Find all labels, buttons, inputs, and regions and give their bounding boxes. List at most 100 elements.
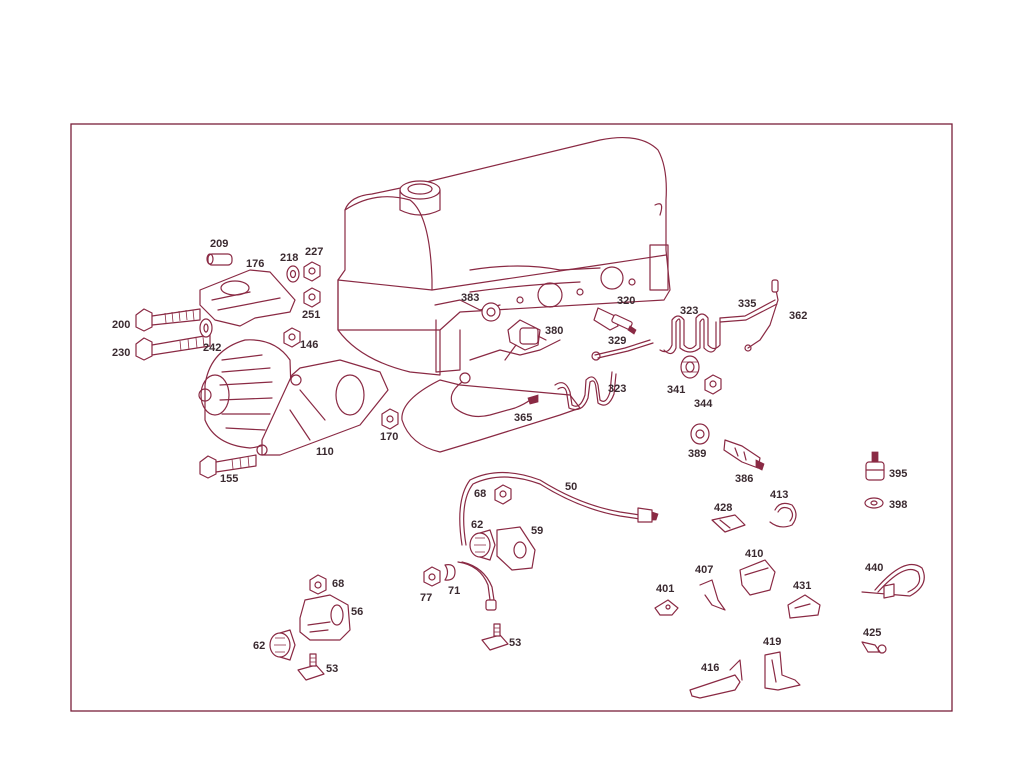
label-242: 242 xyxy=(203,342,221,354)
label-401: 401 xyxy=(656,583,674,595)
part-362-lead xyxy=(744,279,779,352)
label-155: 155 xyxy=(220,473,238,485)
label-62-upper: 62 xyxy=(471,519,483,531)
part-389-grommet xyxy=(690,423,710,445)
part-50-cable xyxy=(459,471,659,546)
part-386-sensor xyxy=(723,439,765,471)
label-335: 335 xyxy=(738,298,756,310)
part-170-nut xyxy=(381,408,399,430)
part-218-washer xyxy=(286,265,300,283)
part-242-washer xyxy=(199,318,213,338)
label-425: 425 xyxy=(863,627,881,639)
part-431-clip xyxy=(787,594,821,619)
label-407: 407 xyxy=(695,564,713,576)
part-344-nut xyxy=(704,374,722,395)
label-386: 386 xyxy=(735,473,753,485)
label-170: 170 xyxy=(380,431,398,443)
part-155-bolt xyxy=(199,454,257,479)
part-62-plug-upper xyxy=(469,529,496,561)
label-413: 413 xyxy=(770,489,788,501)
part-53-grommet-lower xyxy=(297,653,325,681)
part-71-clip xyxy=(444,564,456,581)
label-230: 230 xyxy=(112,347,130,359)
part-329-lead xyxy=(591,339,654,361)
engine-block xyxy=(337,137,671,453)
part-209-sleeve xyxy=(206,253,233,266)
part-68-nut-upper xyxy=(494,484,512,505)
part-176-bracket xyxy=(199,269,296,327)
label-341: 341 xyxy=(667,384,685,396)
part-425-clip xyxy=(861,641,887,654)
part-419-bracket xyxy=(764,651,801,691)
label-77: 77 xyxy=(420,592,432,604)
part-440-tie xyxy=(861,563,925,599)
label-380: 380 xyxy=(545,325,563,337)
part-77-nut xyxy=(423,566,441,587)
label-398: 398 xyxy=(889,499,907,511)
label-50: 50 xyxy=(565,481,577,493)
part-110-bracket xyxy=(256,359,389,456)
label-323-lower: 323 xyxy=(608,383,626,395)
label-344: 344 xyxy=(694,398,713,410)
label-68-lower: 68 xyxy=(332,578,344,590)
part-395-switch xyxy=(865,451,885,481)
label-209: 209 xyxy=(210,238,228,250)
part-398-washer xyxy=(864,497,884,509)
label-416: 416 xyxy=(701,662,719,674)
diagram-frame xyxy=(70,123,953,712)
part-251-nut xyxy=(303,287,321,308)
part-146-nut xyxy=(283,327,301,348)
label-320: 320 xyxy=(617,295,635,307)
part-365-lead xyxy=(450,372,539,418)
part-413-clamp xyxy=(769,502,797,528)
label-431: 431 xyxy=(793,580,811,592)
part-323-coil-upper xyxy=(659,313,721,355)
label-200: 200 xyxy=(112,319,130,331)
label-383: 383 xyxy=(461,292,479,304)
part-341-grommet xyxy=(680,355,700,379)
part-335-lead xyxy=(719,299,778,323)
label-227: 227 xyxy=(305,246,323,258)
part-380-sender xyxy=(504,319,547,361)
label-176: 176 xyxy=(246,258,264,270)
part-401-clip xyxy=(654,599,679,616)
label-428: 428 xyxy=(714,502,732,514)
label-218: 218 xyxy=(280,252,298,264)
part-230-bolt xyxy=(135,334,211,361)
label-68-upper: 68 xyxy=(474,488,486,500)
label-110: 110 xyxy=(316,446,334,458)
label-389: 389 xyxy=(688,448,706,460)
label-53-upper: 53 xyxy=(509,637,521,649)
part-410-clip xyxy=(739,559,776,596)
label-365: 365 xyxy=(514,412,532,424)
label-71: 71 xyxy=(448,585,460,597)
part-56-bracket xyxy=(299,594,351,641)
label-440: 440 xyxy=(865,562,883,574)
part-323-coil-lower xyxy=(554,371,617,411)
part-416-bracket xyxy=(689,659,743,699)
part-pipe xyxy=(457,561,497,611)
label-419: 419 xyxy=(763,636,781,648)
part-227-nut xyxy=(303,261,321,282)
part-labels: 209 176 218 227 251 200 230 242 146 110 … xyxy=(112,238,907,675)
label-59: 59 xyxy=(531,525,543,537)
label-323-upper: 323 xyxy=(680,305,698,317)
part-320-sensor xyxy=(593,307,637,335)
label-251: 251 xyxy=(302,309,320,321)
label-56: 56 xyxy=(351,606,363,618)
label-53-lower: 53 xyxy=(326,663,338,675)
label-62-lower: 62 xyxy=(253,640,265,652)
part-68-nut-lower xyxy=(309,574,327,595)
label-329: 329 xyxy=(608,335,626,347)
label-362: 362 xyxy=(789,310,807,322)
part-53-grommet-upper xyxy=(481,623,509,651)
part-428-clip xyxy=(711,514,746,533)
part-200-bolt xyxy=(135,308,201,332)
part-407-clip xyxy=(699,579,726,611)
label-395: 395 xyxy=(889,468,907,480)
part-62-plug-lower xyxy=(269,629,296,661)
label-146: 146 xyxy=(300,339,318,351)
part-383-grommet xyxy=(481,302,501,322)
part-59-bracket xyxy=(496,526,536,571)
